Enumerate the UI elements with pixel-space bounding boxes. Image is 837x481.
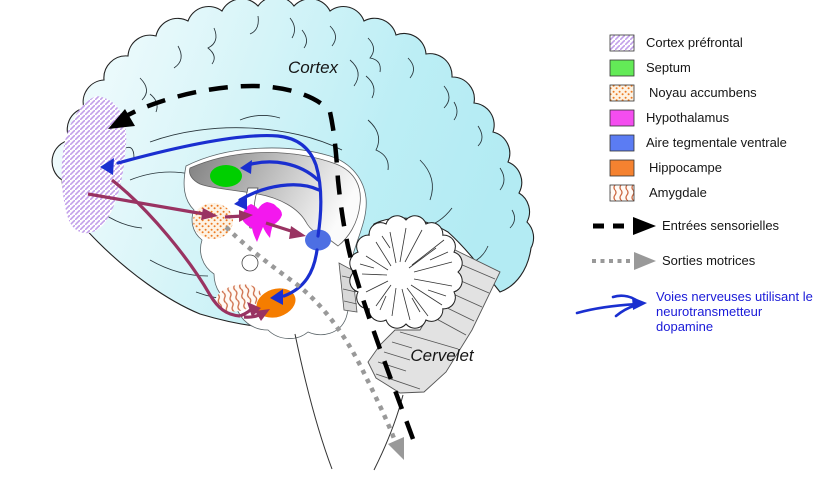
legend-label-amygdale: Amygdale	[649, 185, 707, 200]
legend-swatch-hippocampe	[609, 159, 635, 177]
legend-dashed-black-arrowhead	[633, 217, 656, 235]
hypothalamus-region	[243, 202, 282, 242]
dopamine-pathways	[116, 133, 323, 298]
cortex-label: Cortex	[288, 58, 339, 77]
legend-label-voies-line2: neurotransmetteur	[656, 304, 763, 319]
cervelet-label: Cervelet	[410, 346, 475, 365]
legend: Cortex préfrontal Septum Noyau accumbens…	[575, 34, 813, 334]
legend-swatch-prefrontal	[609, 34, 635, 52]
legend-swatch-septum	[609, 59, 635, 77]
legend-label-accumbens: Noyau accumbens	[649, 85, 757, 100]
legend-swatch-amygdale	[609, 184, 635, 202]
motor-output-path	[224, 225, 398, 442]
sensory-input-path	[122, 83, 416, 440]
legend-swatch-accumbens	[609, 84, 635, 102]
nucleus-accumbens-region	[193, 203, 233, 239]
legend-label-entrees: Entrées sensorielles	[662, 218, 780, 233]
motor-output-arrowhead	[388, 437, 404, 460]
legend-swatch-atv	[609, 134, 635, 152]
ventral-tegmental-area-region	[305, 229, 331, 251]
legend-label-atv: Aire tegmentale ventrale	[646, 135, 787, 150]
legend-label-voies-line3: dopamine	[656, 319, 713, 334]
legend-label-prefrontal: Cortex préfrontal	[646, 35, 743, 50]
legend-blue-arrow-tip	[632, 297, 647, 310]
legend-dotted-gray-arrowhead	[634, 252, 656, 270]
legend-label-sorties: Sorties motrices	[662, 253, 756, 268]
sensory-input-arrowhead	[108, 109, 135, 129]
legend-swatch-hypothalamus	[609, 109, 635, 127]
mammillary-body	[241, 254, 259, 272]
maroon-arrowheads	[201, 208, 306, 321]
legend-label-septum: Septum	[646, 60, 691, 75]
legend-label-hypothalamus: Hypothalamus	[646, 110, 730, 125]
legend-blue-arrow	[575, 294, 643, 318]
septum-region	[210, 165, 242, 187]
dopamine-arrowheads	[100, 158, 283, 305]
legend-label-hippocampe: Hippocampe	[649, 160, 722, 175]
cerebellum-folia	[359, 227, 453, 321]
legend-label-voies-line1: Voies nerveuses utilisant le	[656, 289, 813, 304]
